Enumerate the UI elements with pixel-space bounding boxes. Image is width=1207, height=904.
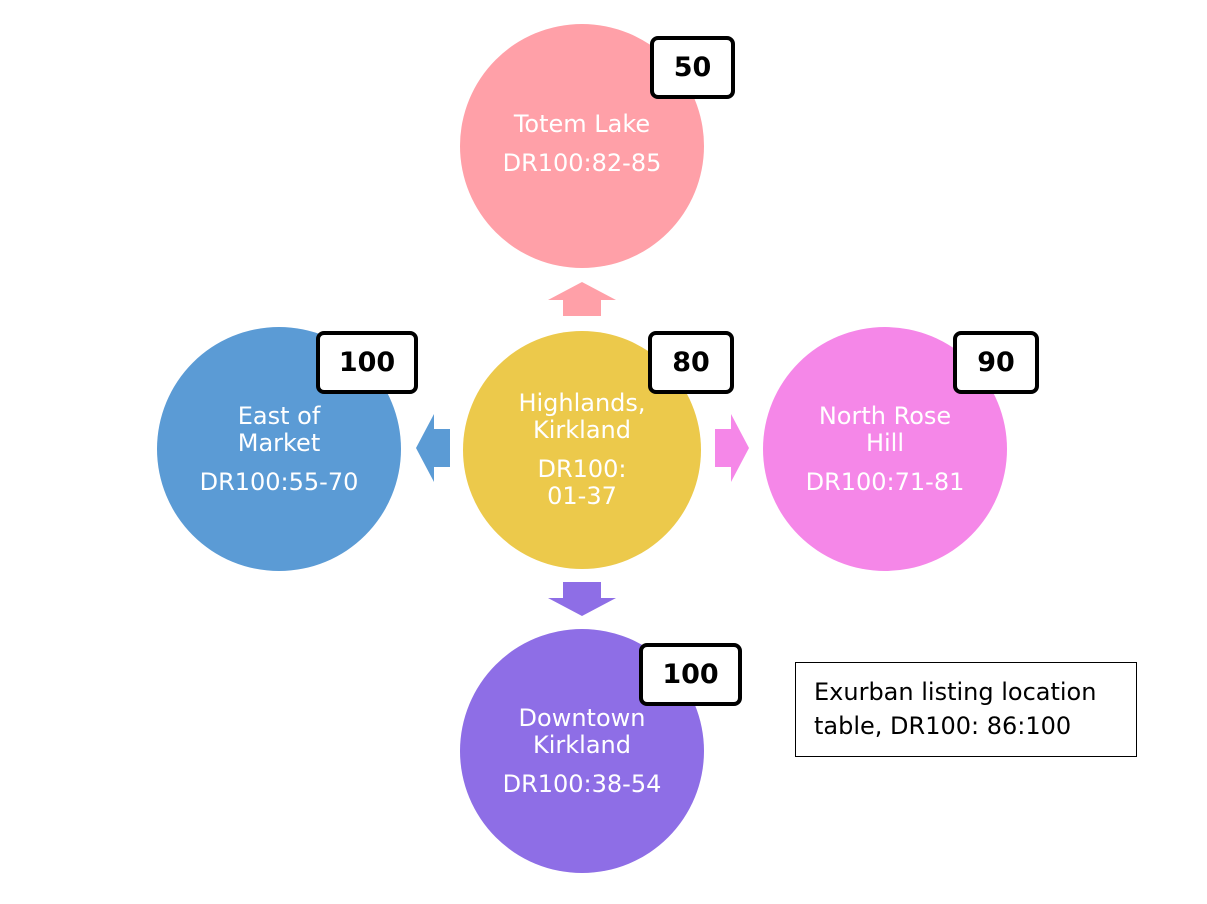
- badge-east-of-market: 100: [316, 331, 418, 394]
- node-name: North Rose Hill: [818, 401, 952, 457]
- node-name: East of Market: [237, 401, 321, 457]
- arrow-left-icon: [416, 414, 450, 482]
- badge-north-rose-hill: 90: [953, 331, 1039, 394]
- node-name: Highlands, Kirkland: [518, 389, 646, 444]
- node-code: DR100: 01-37: [537, 455, 627, 510]
- node-name: Downtown Kirkland: [518, 703, 646, 759]
- node-code: DR100:38-54: [502, 769, 662, 798]
- arrow-right-icon: [715, 414, 749, 482]
- arrow-left-shape: [416, 414, 450, 482]
- node-name: Totem Lake: [513, 110, 651, 138]
- node-east-of-market: East of Market DR100:55-70: [157, 327, 401, 571]
- badge-totem-lake: 50: [650, 36, 735, 99]
- arrow-up-icon: [548, 282, 616, 316]
- arrow-down-icon: [548, 582, 616, 616]
- node-code: DR100:71-81: [805, 467, 965, 496]
- node-code: DR100:55-70: [199, 467, 359, 496]
- arrow-right-shape: [715, 414, 749, 482]
- arrow-up-shape: [548, 282, 616, 316]
- node-highlands-kirkland: Highlands, Kirkland DR100: 01-37: [463, 331, 701, 569]
- note-box: Exurban listing location table, DR100: 8…: [795, 662, 1137, 757]
- arrow-down-shape: [548, 582, 616, 616]
- node-code: DR100:82-85: [502, 149, 662, 177]
- badge-highlands-kirkland: 80: [648, 331, 734, 394]
- badge-downtown-kirkland: 100: [639, 643, 742, 706]
